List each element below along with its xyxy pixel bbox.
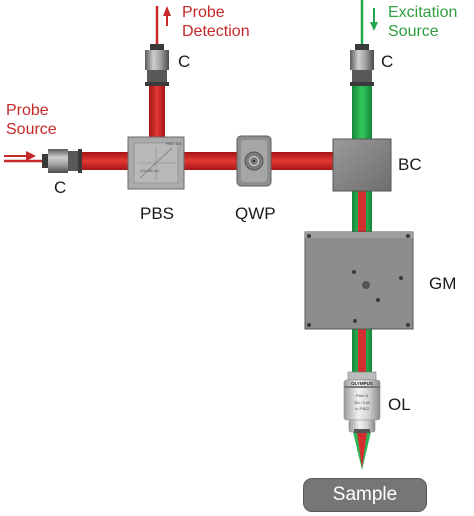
beam-combiner-cube: [332, 138, 392, 192]
excitation-source-label-line2: Source: [388, 23, 439, 40]
sample-box: Sample: [303, 478, 427, 512]
svg-text:PBS 101: PBS 101: [166, 141, 183, 146]
bc-label: BC: [398, 155, 422, 174]
objective-brand: OLYMPUS: [351, 381, 373, 386]
excitation-arrow-head: [370, 22, 378, 31]
collimator-probe-source: [42, 149, 82, 173]
probe-source-label-line2: Source: [6, 121, 57, 138]
qwp-mount: [236, 135, 272, 187]
objective-magnification: 20x / 0.40: [354, 401, 369, 405]
qwp-label: QWP: [235, 204, 276, 223]
pbs-label: PBS: [140, 204, 175, 223]
ol-label: OL: [388, 395, 411, 414]
pbs-cube: PBS 101 420-680 nm: [127, 136, 185, 190]
objective-lens: OLYMPUS Plan N 20x / 0.40 ∞/-/FN22: [343, 371, 381, 433]
probe-beam-horizontal: [70, 152, 340, 170]
probe-detection-arrow-head: [163, 6, 171, 16]
objective-model: Plan N: [356, 393, 368, 398]
focused-probe-cone: [357, 432, 367, 468]
collimator-label-probe-source: C: [54, 178, 67, 197]
probe-source-arrow-head: [26, 151, 36, 161]
collimator-label-excitation: C: [381, 52, 394, 71]
collimator-label-detection: C: [178, 52, 191, 71]
excitation-beam-top: [352, 80, 372, 142]
collimator-detection: [145, 44, 169, 86]
excitation-source-label-line1: Excitation: [388, 4, 458, 21]
objective-spec: ∞/-/FN22: [355, 407, 369, 411]
svg-text:420-680 nm: 420-680 nm: [140, 169, 159, 173]
gm-label: GM: [429, 274, 457, 293]
probe-source-label-line1: Probe: [6, 102, 49, 119]
galvo-mirror-block: [304, 231, 414, 330]
probe-detection-label-line2: Detection: [182, 23, 250, 40]
collimator-excitation: [350, 44, 374, 86]
probe-detection-label-line1: Probe: [182, 4, 225, 21]
